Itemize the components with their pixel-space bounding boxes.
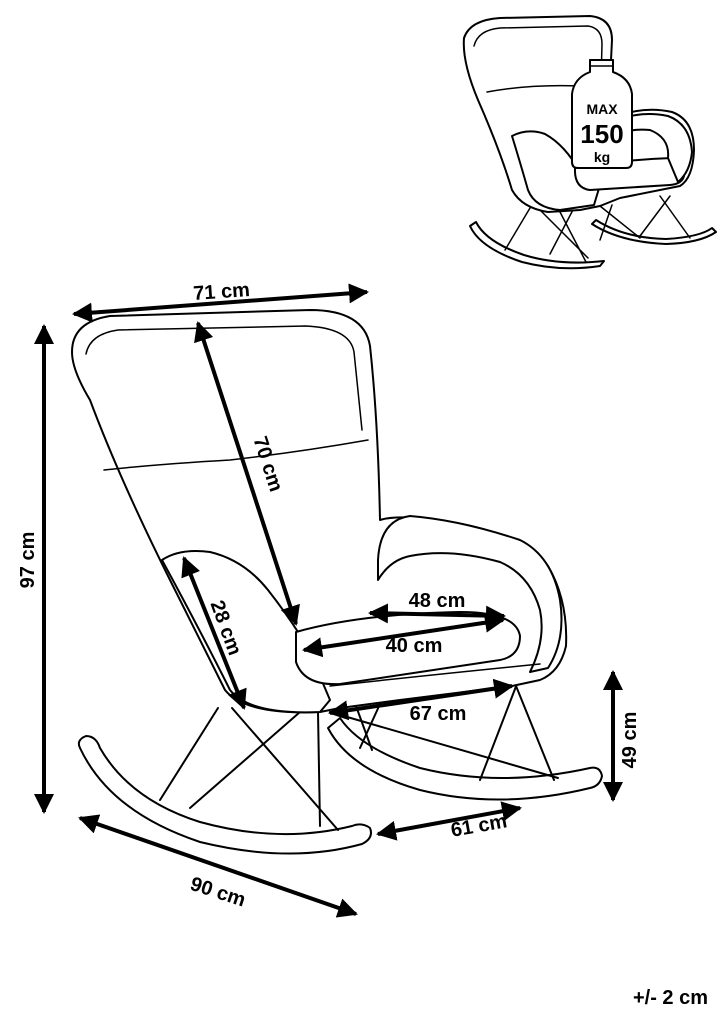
weight-badge-line3: kg	[594, 149, 610, 165]
thumbnail-legs	[504, 195, 691, 263]
label-total-length: 90 cm	[187, 873, 248, 911]
dim-line-armrest-height	[181, 556, 247, 710]
label-width-top: 71 cm	[193, 279, 251, 305]
thumbnail-rocker-left	[469, 221, 605, 270]
label-seat-depth: 40 cm	[386, 635, 443, 657]
rocker-right	[327, 717, 603, 801]
main-chair	[71, 309, 603, 855]
weight-badge: MAX 150 kg	[571, 59, 633, 169]
rocker-left	[77, 735, 372, 855]
thumbnail-chair: MAX 150 kg	[462, 15, 717, 270]
thumbnail-right-arm	[611, 113, 693, 183]
dim-line-total-length	[78, 814, 358, 918]
weight-badge-line1: MAX	[586, 101, 618, 117]
dimension-lines	[34, 283, 623, 918]
label-seat-width: 48 cm	[409, 590, 466, 612]
thumbnail-armrest	[511, 130, 601, 211]
label-seat-height: 49 cm	[619, 712, 641, 769]
thumbnail-rocker-right	[591, 219, 717, 245]
weight-badge-line2: 150	[580, 119, 623, 149]
label-total-height: 97 cm	[17, 532, 39, 589]
dim-line-backrest-height	[194, 321, 300, 626]
tolerance-note: +/- 2 cm	[633, 987, 708, 1009]
dim-line-base-depth	[376, 801, 522, 841]
label-seat-span: 67 cm	[410, 703, 467, 725]
dim-line-width-top	[72, 283, 369, 323]
chair-back-inner	[85, 325, 363, 431]
dim-line-seat-depth	[302, 612, 505, 658]
dim-line-seat-span	[328, 678, 514, 721]
label-base-depth: 61 cm	[449, 810, 509, 842]
weight-badge-bottle-icon	[571, 59, 633, 169]
right-armrest	[377, 515, 563, 673]
